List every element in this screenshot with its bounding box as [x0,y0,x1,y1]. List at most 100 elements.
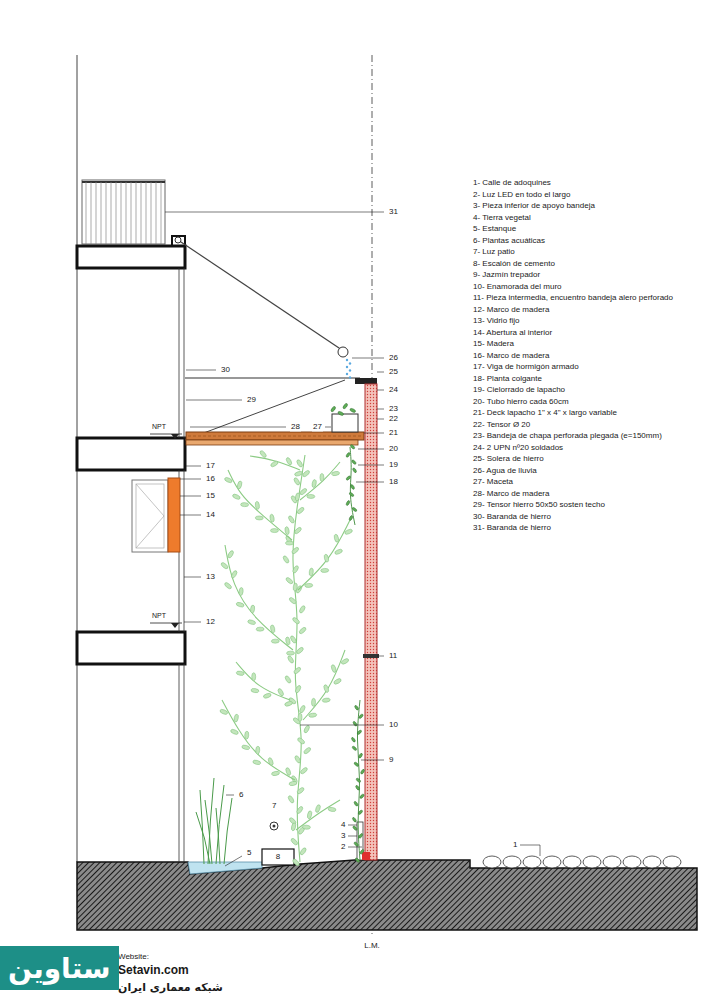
leaf [227,550,234,559]
cobblestone [483,856,501,868]
key-entry: 2- Luz LED en todo el largo [473,190,570,199]
glass-line [179,664,180,862]
leaf [358,714,364,719]
vine-stem [225,545,293,650]
leaf [294,685,301,694]
railing-bar [156,182,157,244]
leaf [328,807,337,812]
leaf [353,841,358,847]
key-entry: 5- Estanque [473,224,516,233]
key-entry: 11- Pieza intermedia, encuentro bandeja … [473,293,673,302]
rain-drop [346,373,348,375]
leader-line [226,795,234,796]
leaf [296,787,305,795]
key-entry: 7- Luz patio [473,247,515,256]
leaf [270,529,278,533]
leader-line [300,725,384,726]
callout-number: 6 [238,790,244,799]
leaf [269,514,274,523]
leaf [322,698,330,703]
watermark-text: Website: [118,952,149,961]
level-label: NPT [152,612,166,620]
callout-number: 29 [246,395,257,404]
railing-bar [86,182,87,244]
callout-number: 28 [290,422,301,431]
rain-drop [349,369,351,371]
key-entry: 18- Planta colgante [473,374,542,383]
railing-bar [151,182,152,244]
railing-bar [126,182,127,244]
cobblestone [603,856,621,868]
leaf [233,714,239,723]
leaf [236,602,245,608]
joint-piece [363,654,379,658]
key-entry: 17- Viga de hormigón armado [473,362,579,371]
leaf [251,688,260,693]
cobblestone [543,856,561,868]
cobblestone [623,856,641,868]
leader-line [190,427,286,428]
leaf [355,785,360,791]
leader-line [377,409,384,410]
leaf [288,515,296,524]
cobblestone [503,856,521,868]
leaf [311,479,316,488]
leader-line [165,212,384,213]
vine-stem [298,520,350,590]
cobblestone [523,856,541,868]
callout-number: 11 [388,651,398,660]
leaf [255,516,263,520]
callout-number: 27 [312,422,323,431]
watermark-text: شبکه معماری ایران [118,982,223,995]
leaf [299,605,307,614]
hanging-plant-stem [350,447,355,525]
leaf [277,688,284,697]
leaf [290,837,298,846]
callout-number: 30 [220,365,231,374]
concrete-slab [77,438,185,470]
key-entry: 29- Tensor hierro 50x50 sosten techo [473,500,605,509]
logo-text: ستاوین [8,952,111,985]
leaf [350,444,356,450]
leaf [292,565,300,574]
wood-deck [186,432,364,440]
leaf [241,502,249,506]
leaf [342,403,348,410]
patio-light [270,822,278,830]
leaf [270,625,276,634]
water-plant [216,808,220,864]
leaf [305,583,313,587]
leader-line [358,465,384,466]
vine-stem [300,462,340,500]
glass-line [179,268,180,438]
leaf [351,737,356,743]
led-light [362,852,370,860]
leaf [290,635,298,644]
leaf [244,731,249,739]
vine-stem [303,650,345,720]
key-entry: 24- 2 UPN nº20 soldados [473,443,563,452]
leaf [349,515,354,521]
key-entry: 12- Marco de madera [473,305,549,314]
leaf [236,671,245,676]
key-entry: 14- Abertura al interior [473,328,552,337]
level-mark [171,623,179,628]
leaf [351,459,357,465]
glass-line [184,470,185,632]
leaf [344,528,353,535]
leaf [285,457,292,466]
iron-tensor [185,380,345,440]
leaf [357,730,363,735]
concrete-slab [77,246,185,268]
leader-line [377,390,384,391]
glass-line [184,268,185,438]
key-entry: 21- Deck lapacho 1" x 4" x largo variabl… [473,408,617,417]
leaf [232,493,241,500]
leaf [355,857,360,863]
leaf [282,555,290,564]
leaf [354,762,360,767]
key-entry: 15- Madera [473,339,514,348]
cobblestone [583,856,601,868]
leaf [334,534,340,543]
level-label: NPT [152,423,166,431]
